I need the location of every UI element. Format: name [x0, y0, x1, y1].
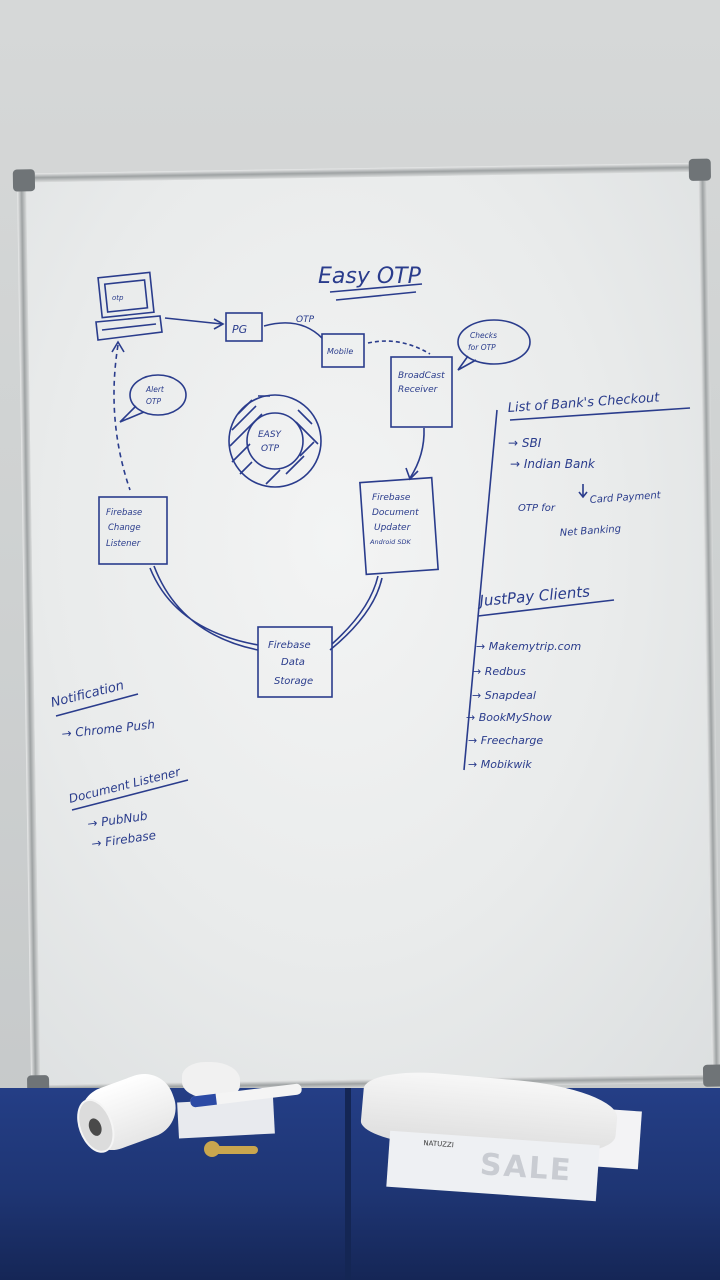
alert-line-2: OTP [146, 397, 161, 406]
clients-heading: JustPay Clients [476, 582, 591, 610]
arrowhead [111, 340, 125, 353]
firebase-listener-box [98, 496, 168, 565]
pg-box [225, 312, 263, 342]
table-gap [345, 1088, 351, 1280]
logo-line-1: EASY [258, 430, 283, 440]
otp-for-label: OTP for [518, 503, 556, 514]
listener-line-2: Change [108, 523, 141, 533]
client-item: → BookMyShow [466, 711, 552, 724]
checks-line-1: Checks [470, 331, 497, 340]
mobile-box [321, 333, 365, 368]
easy-otp-logo: EASY OTP [228, 394, 322, 488]
broadcast-receiver-box [390, 356, 453, 428]
client-item: → Freecharge [468, 734, 543, 747]
updater-line-4: Android SDK [369, 538, 411, 546]
updater-line-3: Updater [374, 523, 412, 533]
notification-underline [55, 693, 139, 717]
client-item: → Redbus [472, 665, 526, 678]
arrowhead [213, 318, 225, 330]
mobile-label: Mobile [327, 347, 353, 356]
checks-bubble [457, 319, 531, 365]
updater-line-2: Document [372, 508, 419, 518]
notification-item: → Chrome Push [61, 717, 156, 741]
key-icon [204, 1141, 258, 1157]
logo-line-2: OTP [261, 444, 280, 454]
arrow-pg-mobile [263, 322, 323, 339]
banks-underline [509, 407, 691, 421]
net-banking-label: Net Banking [559, 524, 621, 539]
title-underline [329, 283, 423, 301]
arrow-mobile-receiver [367, 340, 431, 355]
notification-heading: Notification [49, 678, 125, 711]
bank-item: → SBI [508, 436, 542, 450]
client-item: → Makemytrip.com [476, 640, 581, 653]
client-item: → Mobikwik [468, 758, 532, 771]
clients-underline [477, 599, 615, 617]
bank-item: → Indian Bank [510, 457, 596, 471]
storage-line-1: Firebase [268, 640, 311, 651]
checks-line-2: for OTP [468, 343, 496, 352]
document-listener-item: → PubNub [86, 809, 148, 831]
arrow-listener-laptop [113, 344, 131, 491]
link-listener-storage [149, 565, 259, 651]
firebase-updater-box [359, 476, 439, 576]
laptop-screen-text: otp [112, 294, 124, 302]
card-payment-label: Card Payment [589, 490, 662, 506]
storage-line-2: Data [281, 657, 305, 668]
arrow-receiver-updater [409, 427, 425, 479]
alert-bubble [129, 374, 187, 416]
updater-line-1: Firebase [372, 493, 411, 503]
listener-line-1: Firebase [106, 508, 142, 518]
laptop-icon: otp [95, 271, 163, 341]
document-listener-item: → Firebase [90, 828, 156, 851]
listener-line-3: Listener [106, 539, 141, 549]
flyer-brand: NATUZZI [423, 1139, 455, 1150]
flyer-sale-text: SALE [478, 1147, 574, 1189]
tissue-roll-hole [86, 1116, 104, 1138]
alert-line-1: Alert [145, 385, 165, 394]
storage-line-3: Storage [274, 676, 313, 687]
divider-line [463, 409, 498, 771]
arrow-laptop-pg [164, 317, 223, 325]
pg-label: PG [232, 323, 247, 336]
broadcast-line-2: Receiver [398, 385, 439, 395]
broadcast-line-1: BroadCast [398, 371, 445, 381]
client-item: → Snapdeal [472, 689, 536, 702]
alert-bubble-tail [119, 405, 145, 423]
otp-edge-label: OTP [296, 315, 315, 325]
checks-bubble-tail [457, 355, 477, 371]
link-storage-updater [329, 575, 383, 651]
firebase-storage-box [257, 626, 333, 698]
document-listener-underline [71, 779, 189, 811]
card-payment-arrow [578, 484, 588, 499]
